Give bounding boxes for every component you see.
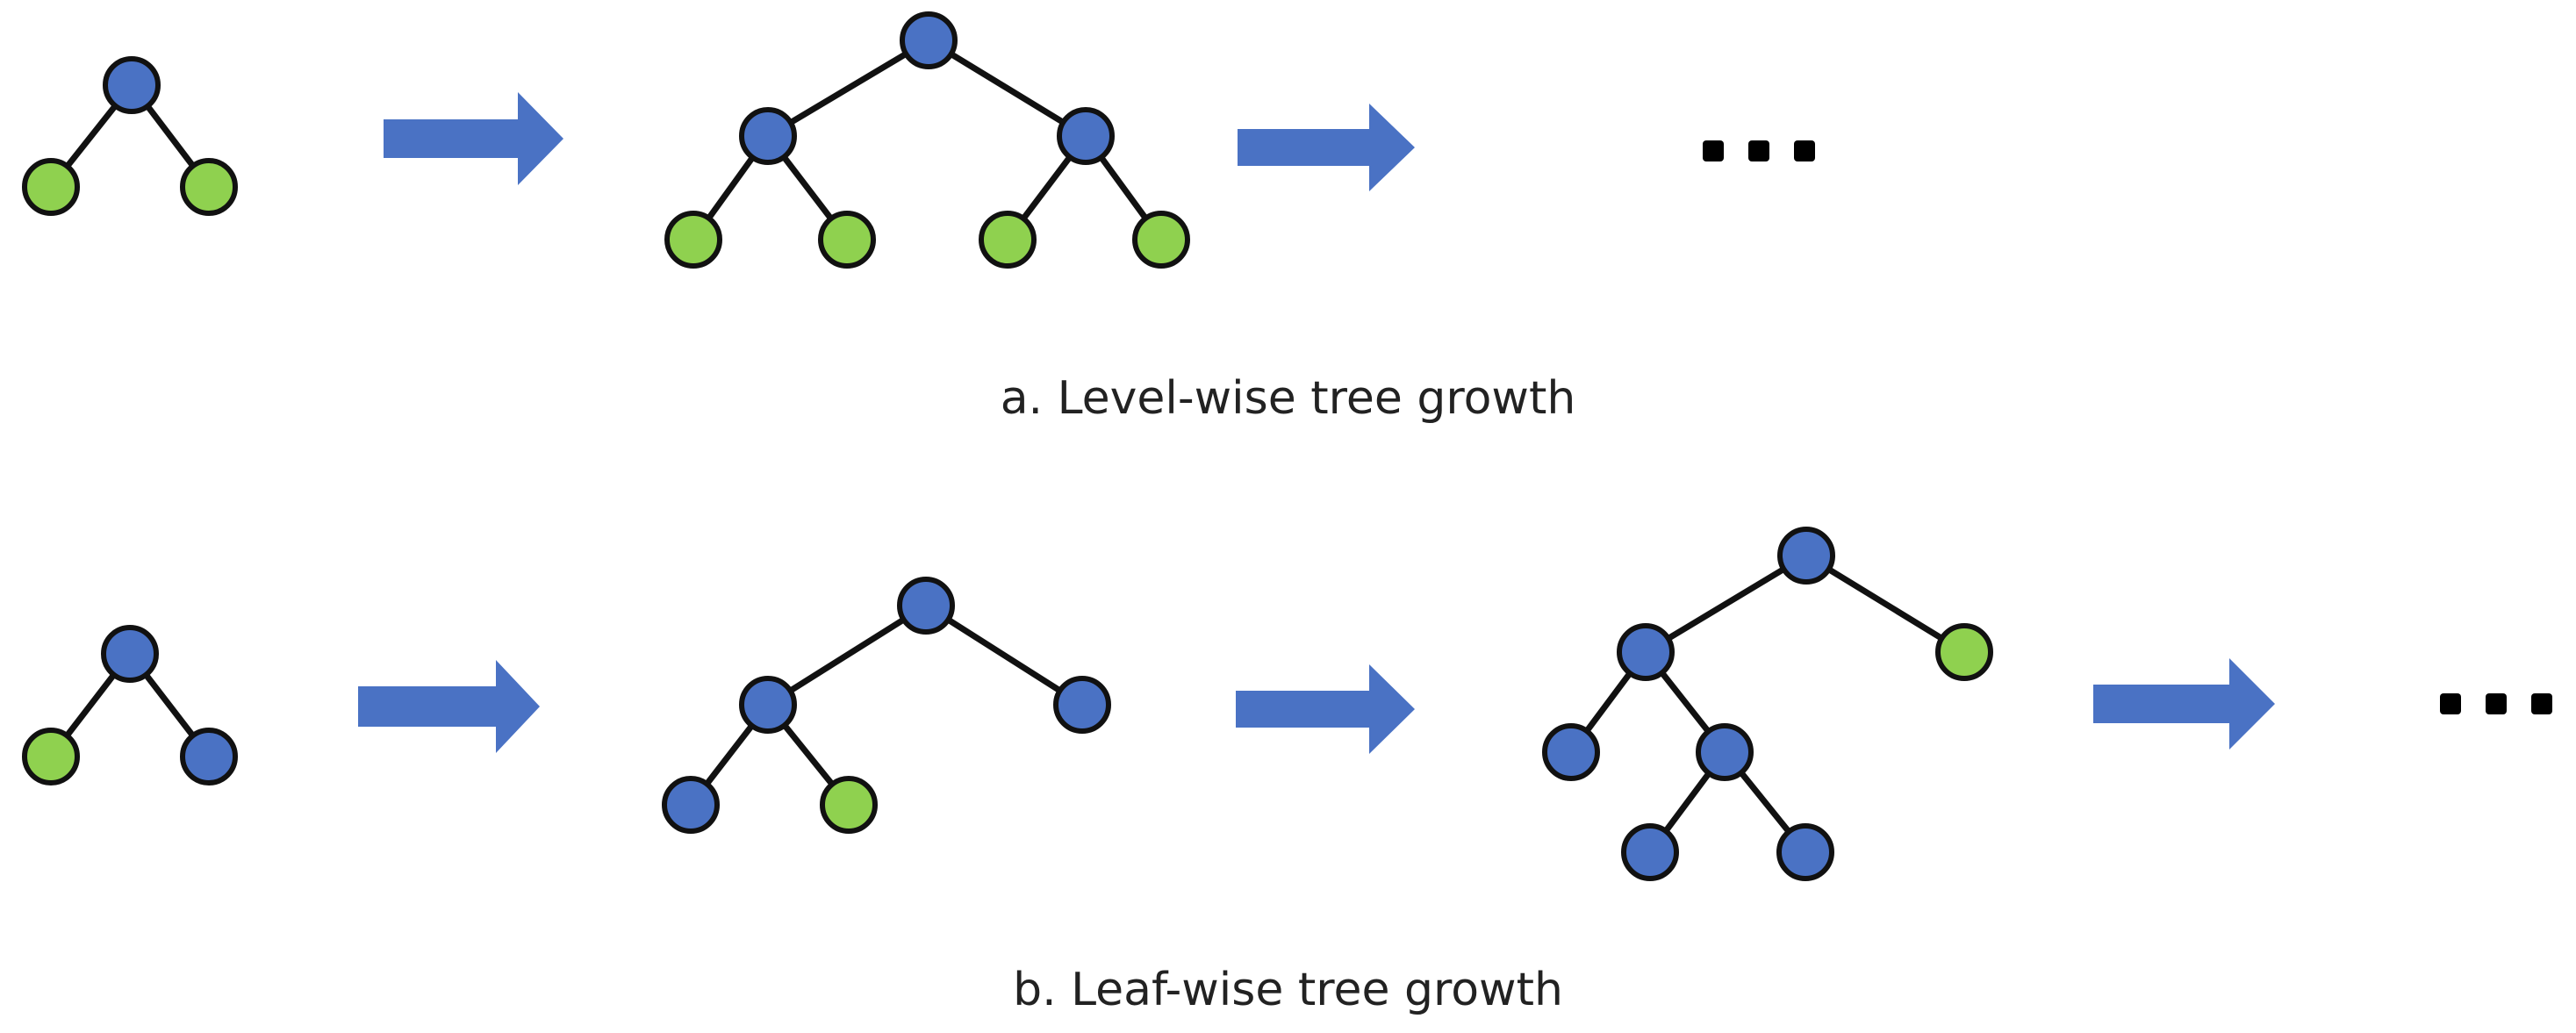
leaf-wise-tree-2 <box>662 577 1111 834</box>
level-wise-caption: a. Level-wise tree growth <box>1000 372 1576 425</box>
ellipsis-icon <box>1703 140 1815 161</box>
internal-node <box>1617 623 1675 681</box>
level-wise-tree-2 <box>664 11 1190 269</box>
internal-node <box>101 625 159 683</box>
internal-node <box>897 577 955 635</box>
internal-node <box>1053 676 1111 734</box>
internal-node <box>180 728 238 786</box>
internal-node <box>1696 723 1754 781</box>
internal-node <box>1057 107 1115 165</box>
leaf-node <box>818 211 876 269</box>
internal-node <box>900 11 958 69</box>
internal-node <box>662 776 720 834</box>
internal-node <box>1542 723 1600 781</box>
leaf-node <box>1132 211 1190 269</box>
right-arrow-icon <box>358 660 540 753</box>
leaf-node <box>820 776 878 834</box>
leaf-node <box>22 728 80 786</box>
right-arrow-icon <box>2093 658 2275 750</box>
leaf-node <box>22 158 80 216</box>
level-wise-tree-1 <box>22 56 238 216</box>
ellipsis-icon <box>2440 693 2552 714</box>
internal-node <box>739 107 797 165</box>
internal-node <box>739 676 797 734</box>
internal-node <box>1621 823 1679 881</box>
right-arrow-icon <box>1236 664 1415 754</box>
level-wise-row <box>22 11 1815 269</box>
internal-node <box>103 56 161 114</box>
leaf-wise-caption: b. Leaf-wise tree growth <box>1013 964 1563 1016</box>
leaf-wise-row <box>22 527 2552 881</box>
leaf-wise-tree-1 <box>22 625 238 786</box>
leaf-node <box>1935 623 1993 681</box>
leaf-node <box>180 158 238 216</box>
leaf-wise-tree-3 <box>1542 527 1993 881</box>
leaf-node <box>664 211 722 269</box>
right-arrow-icon <box>384 92 563 185</box>
right-arrow-icon <box>1238 104 1415 191</box>
internal-node <box>1777 527 1835 585</box>
leaf-node <box>979 211 1037 269</box>
internal-node <box>1776 823 1834 881</box>
